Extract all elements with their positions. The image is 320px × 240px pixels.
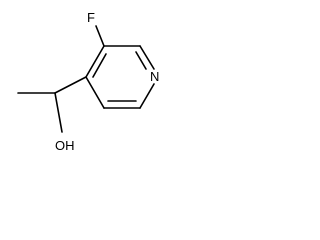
fluorine-label: F <box>87 10 95 25</box>
double-bond-c3-c4 <box>92 53 107 78</box>
bond-c3-c4 <box>85 45 105 78</box>
bond-c4-c5 <box>85 76 105 109</box>
nitrogen-label: N <box>150 69 159 84</box>
bond-c6-n <box>139 83 155 109</box>
bond-n-c2 <box>139 45 155 70</box>
double-bond-n-c2 <box>135 51 147 70</box>
structure-diagram: F N OH <box>17 10 159 153</box>
bond-c4-cq <box>54 76 87 94</box>
bond-c3-f <box>95 25 105 47</box>
hydroxyl-label: OH <box>55 138 75 153</box>
bond-cq-oh <box>54 92 63 133</box>
